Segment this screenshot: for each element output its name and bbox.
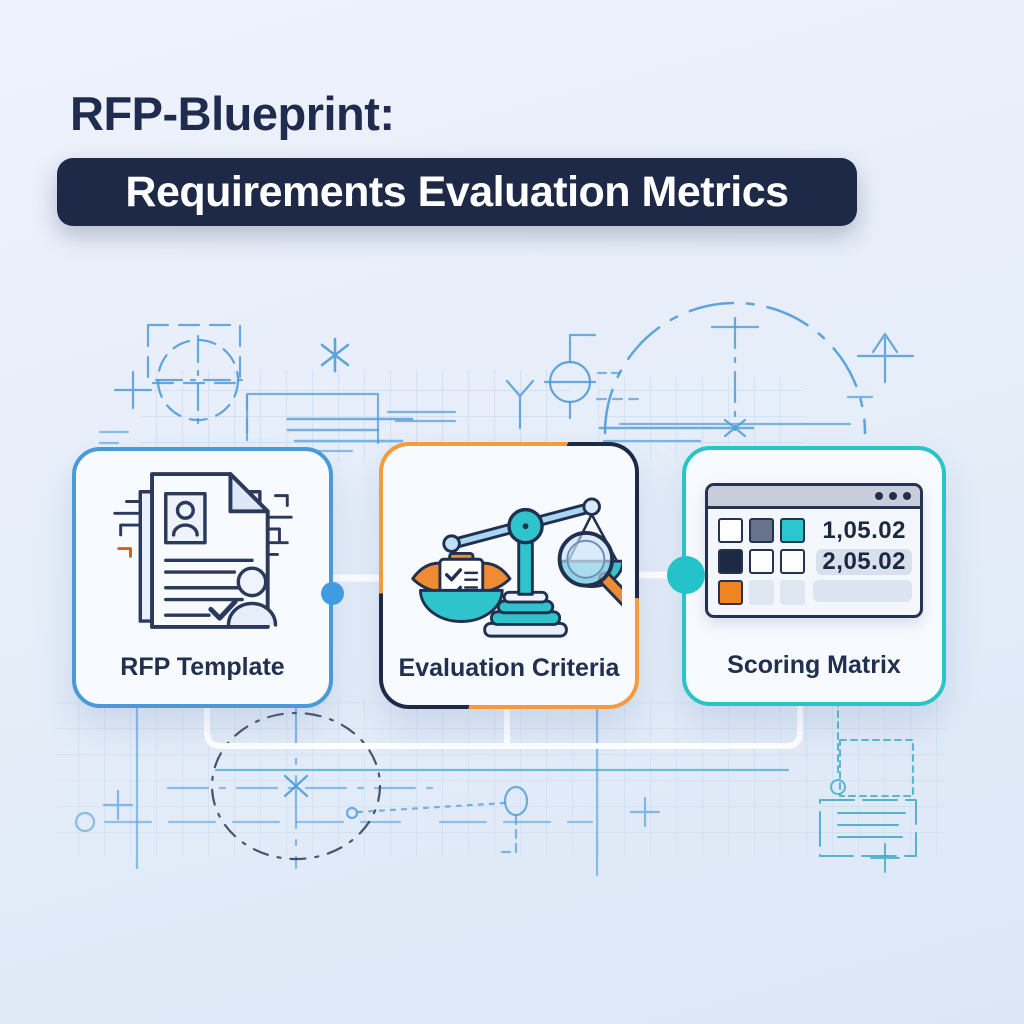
banner-text: Requirements Evaluation Metrics bbox=[125, 167, 789, 216]
matrix-value: 2,05.02 bbox=[816, 549, 912, 575]
card-evaluation-criteria: Evaluation Criteria bbox=[383, 446, 635, 705]
window-dot-icon bbox=[903, 492, 911, 500]
matrix-cell bbox=[718, 549, 743, 574]
blueprint-doodles-teal bbox=[214, 699, 917, 873]
connector-dot-teal bbox=[667, 556, 705, 594]
matrix-cell bbox=[718, 518, 743, 543]
card-scoring-matrix: 1,05.02 2,05.02 Scoring Matrix bbox=[682, 446, 946, 706]
matrix-values: 1,05.02 2,05.02 bbox=[813, 518, 912, 605]
matrix-cell bbox=[749, 549, 774, 574]
scoring-window: 1,05.02 2,05.02 bbox=[705, 483, 923, 618]
grid-patches bbox=[55, 370, 945, 856]
title-banner: Requirements Evaluation Metrics bbox=[57, 158, 857, 226]
card-label-evaluation-criteria: Evaluation Criteria bbox=[398, 654, 620, 682]
window-dot-icon bbox=[889, 492, 897, 500]
matrix-cell bbox=[780, 518, 805, 543]
window-dot-icon bbox=[875, 492, 883, 500]
orange-accent bbox=[116, 547, 132, 558]
page-title: RFP-Blueprint: bbox=[70, 87, 395, 140]
connector-dot-blue bbox=[321, 582, 344, 605]
matrix-cell bbox=[718, 580, 743, 605]
card-label-rfp-template: RFP Template bbox=[120, 653, 285, 681]
matrix-value: 1,05.02 bbox=[822, 517, 906, 544]
matrix-cell bbox=[780, 580, 805, 605]
card-rfp-template: RFP Template bbox=[72, 447, 333, 708]
matrix-cell bbox=[780, 549, 805, 574]
card-evaluation-criteria-border: Evaluation Criteria bbox=[379, 442, 639, 709]
balance-scale-icon bbox=[383, 446, 635, 654]
window-titlebar bbox=[708, 486, 920, 509]
rfp-document-icon bbox=[76, 451, 329, 653]
blueprint-doodles bbox=[74, 301, 915, 877]
scoring-window-icon: 1,05.02 2,05.02 bbox=[686, 450, 942, 651]
matrix-cell bbox=[749, 518, 774, 543]
dashed-ellipse bbox=[210, 711, 382, 861]
card-label-scoring-matrix: Scoring Matrix bbox=[727, 651, 901, 679]
matrix-empty-row bbox=[813, 580, 912, 602]
matrix-cells bbox=[718, 518, 805, 605]
matrix-cell bbox=[749, 580, 774, 605]
